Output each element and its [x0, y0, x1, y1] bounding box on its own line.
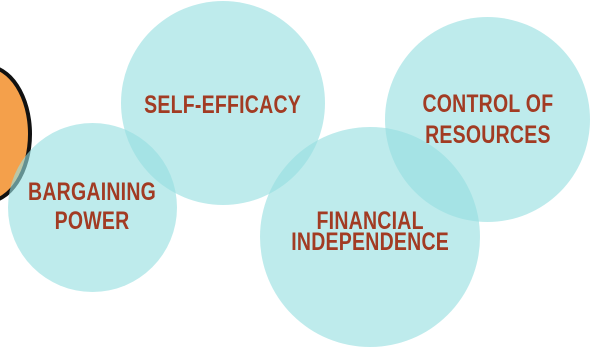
label-line: BARGAINING — [28, 177, 157, 206]
label-line: POWER — [55, 206, 130, 235]
circle-label: FINANCIAL INDEPENDENCE — [269, 207, 471, 258]
circle-control-of-resources: CONTROL OF RESOURCES — [385, 17, 590, 222]
circle-label: CONTROL OF RESOURCES — [404, 89, 572, 151]
label-line: CONTROL OF — [422, 89, 553, 118]
label-line: SELF-EFFICACY — [144, 90, 302, 119]
label-line: INDEPENDENCE — [291, 228, 449, 256]
label-line: RESOURCES — [424, 120, 551, 149]
circle-label: BARGAINING POWER — [10, 177, 174, 237]
label-line: FINANCIAL — [316, 207, 424, 235]
circle-label: SELF-EFFICACY — [122, 86, 323, 121]
